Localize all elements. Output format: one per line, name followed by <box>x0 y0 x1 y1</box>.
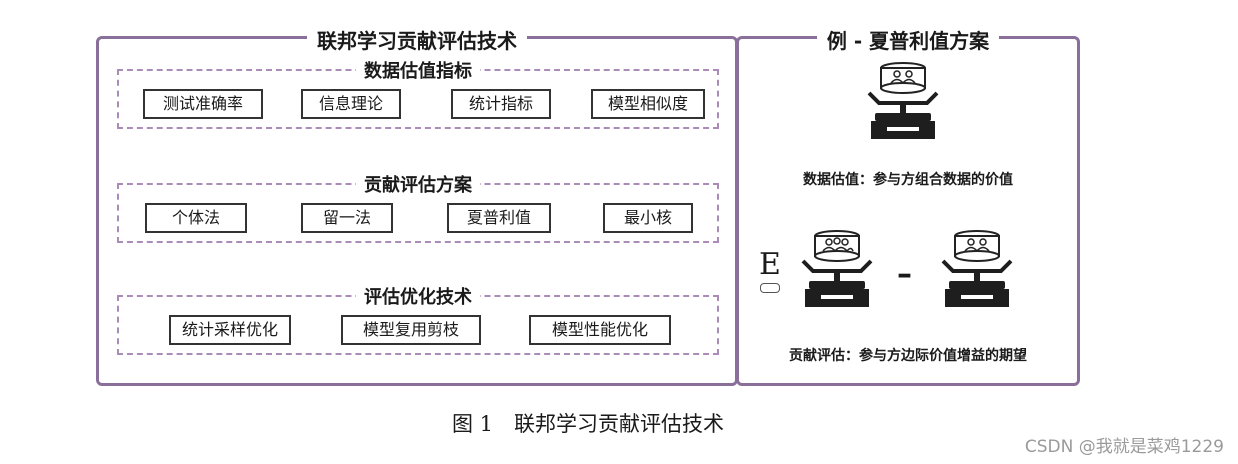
techniques-panel: 联邦学习贡献评估技术 数据估值指标 测试准确率 信息理论 统计指标 模型相似度 … <box>96 29 738 386</box>
optimization-box: 模型性能优化 <box>529 315 671 345</box>
optimization-box: 模型复用剪枝 <box>341 315 481 345</box>
optimization-box: 统计采样优化 <box>169 315 291 345</box>
scheme-box: 最小核 <box>603 203 693 233</box>
scale-icon <box>941 230 1013 307</box>
section-data-valuation: 数据估值指标 测试准确率 信息理论 统计指标 模型相似度 <box>117 61 719 129</box>
people-group-icon <box>814 230 860 262</box>
scale-icon <box>801 230 873 307</box>
scale-icon <box>867 62 939 139</box>
shapley-example-panel: 例 - 夏普利值方案 数据估值：参与方组合数据的价值 E <box>736 29 1080 386</box>
section-title: 贡献评估方案 <box>356 175 480 196</box>
figure-caption: 图 1 联邦学习贡献评估技术 <box>451 412 725 436</box>
data-valuation-text: 数据估值：参与方组合数据的价值 <box>803 172 1013 188</box>
contribution-text: 贡献评估：参与方边际价值增益的期望 <box>789 348 1027 364</box>
metric-box: 统计指标 <box>451 89 551 119</box>
expectation-symbol: E <box>757 249 783 293</box>
scheme-box: 留一法 <box>301 203 393 233</box>
techniques-panel-title-wrap: 联邦学习贡献评估技术 <box>99 25 735 54</box>
watermark: CSDN @我就是菜鸡1229 <box>1024 437 1224 457</box>
scheme-box: 个体法 <box>145 203 247 233</box>
scheme-box: 夏普利值 <box>447 203 551 233</box>
shapley-panel-title: 例 - 夏普利值方案 <box>816 29 1000 53</box>
subscript-box <box>760 283 780 293</box>
people-group-icon <box>880 62 926 94</box>
minus-sign: – <box>897 257 912 292</box>
metric-box: 模型相似度 <box>591 89 705 119</box>
techniques-panel-title: 联邦学习贡献评估技术 <box>307 29 527 53</box>
metric-box: 信息理论 <box>301 89 401 119</box>
people-group-icon <box>954 230 1000 262</box>
metric-box: 测试准确率 <box>143 89 263 119</box>
section-title: 评估优化技术 <box>356 287 480 308</box>
section-contribution-schemes: 贡献评估方案 个体法 留一法 夏普利值 最小核 <box>117 175 719 243</box>
section-title: 数据估值指标 <box>356 61 480 82</box>
section-optimization: 评估优化技术 统计采样优化 模型复用剪枝 模型性能优化 <box>117 287 719 355</box>
